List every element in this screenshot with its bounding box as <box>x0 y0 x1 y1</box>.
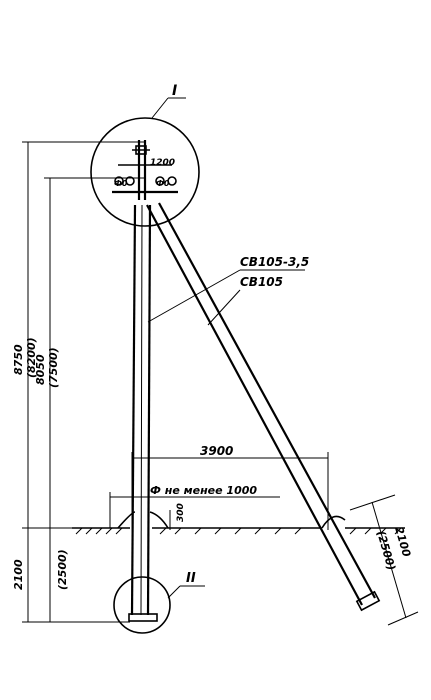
brace-span-dimension-line <box>131 452 329 535</box>
brace-strut <box>146 202 381 612</box>
main-pole <box>130 204 152 616</box>
min-distance-label: Ф не менее 1000 <box>150 484 257 497</box>
brace-span-dimension: 3900 <box>200 444 233 458</box>
callout-bottom-label: II <box>186 571 196 586</box>
callout-top-label: I <box>172 83 177 99</box>
detail-circle-top: I <box>90 83 200 227</box>
total-height-alt-dimension: (8200) <box>25 337 38 378</box>
insulator-right-a: Ф0 <box>156 179 170 188</box>
mound-height-dimension: 300 <box>176 503 186 522</box>
pole-type-labels: СВ105-3,5 СВ105 <box>147 255 309 326</box>
embed-depth-left-alt-dimension: (2500) <box>56 549 69 590</box>
pole-type-label-1: СВ105-3,5 <box>240 255 309 269</box>
right-dimension-lines <box>349 494 419 626</box>
pole-top-assembly: Ф0 Ф0 1200 <box>112 140 178 200</box>
insulator-left-a: Ф0 <box>114 179 128 188</box>
embed-depth-right-dimension: 2100 <box>392 525 413 558</box>
pole-type-label-2: СВ105 <box>240 275 283 289</box>
left-dimension-lines <box>22 141 145 623</box>
total-height-dimension: 8750 <box>12 344 25 375</box>
detail-circle-bottom: II <box>113 571 205 634</box>
brace-height-alt-dimension: (7500) <box>47 347 60 388</box>
embed-depth-left-dimension: 2100 <box>12 559 25 590</box>
brace-height-dimension: 8050 <box>34 354 47 385</box>
ground-line <box>72 511 405 535</box>
min-distance-dimension-line <box>109 492 280 528</box>
crossarm-offset-dimension: 1200 <box>150 158 175 168</box>
